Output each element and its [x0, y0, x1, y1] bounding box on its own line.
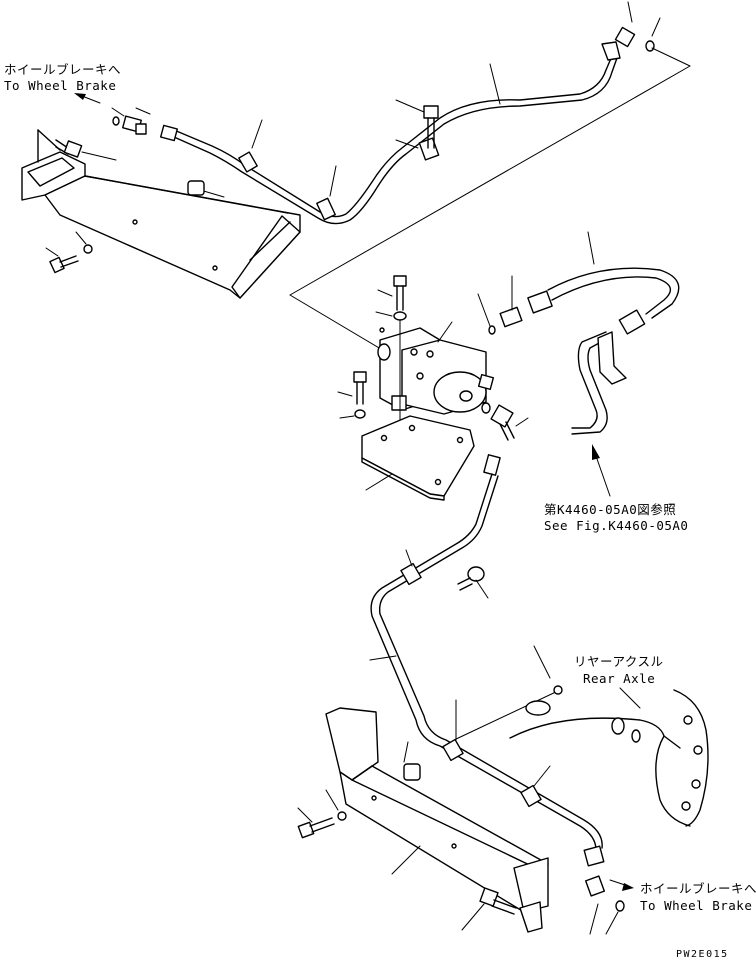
rear-axle — [509, 645, 709, 827]
label-wheel-brake-top-en: To Wheel Brake — [4, 78, 117, 93]
bolt-valve-left — [337, 371, 367, 419]
assembly-outline — [289, 47, 691, 359]
label-rear-axle-en: Rear Axle — [583, 671, 656, 686]
fitting-top-left — [111, 107, 151, 135]
brake-hose — [527, 231, 680, 335]
fitting-valve-upper — [477, 275, 523, 335]
bolt-top-left-upper — [55, 139, 117, 161]
mounting-plate — [361, 415, 475, 501]
bolt-bottom-left — [297, 789, 347, 839]
brake-valve — [377, 321, 495, 415]
arrow-to-wheel-brake-top — [74, 93, 101, 104]
label-wheel-brake-top-jp: ホイールブレーキへ — [4, 62, 122, 77]
fitting-top-right — [614, 1, 661, 52]
left-frame-bracket-bottom — [325, 707, 549, 933]
bolt-top-left-lower — [45, 186, 225, 274]
label-rear-axle-jp: リヤーアクスル — [574, 654, 664, 669]
spacer-top-left — [187, 180, 205, 196]
pipe-bracket-right — [571, 331, 627, 435]
brake-pipe-top — [159, 41, 621, 225]
label-fig-ref-en: See Fig.K4460-05A0 — [544, 518, 689, 533]
bolt-bottom-right — [461, 887, 517, 931]
brake-pipe-bottom — [369, 454, 605, 867]
drawing-code: PW2E015 — [676, 949, 729, 960]
bolt-pipe-clamp — [457, 566, 489, 599]
fitting-bottom-right — [584, 875, 625, 935]
left-frame-bracket-top — [21, 129, 301, 299]
fitting-valve-lower — [481, 402, 529, 441]
label-wheel-brake-bottom-en: To Wheel Brake — [640, 898, 753, 913]
label-fig-ref-jp: 第K4460-05A0図参照 — [544, 502, 677, 517]
arrow-fig-ref — [592, 444, 611, 497]
bolt-top-center — [395, 99, 439, 149]
label-wheel-brake-bottom-jp: ホイールブレーキへ — [640, 881, 756, 896]
arrow-to-wheel-brake-bottom — [609, 879, 634, 891]
